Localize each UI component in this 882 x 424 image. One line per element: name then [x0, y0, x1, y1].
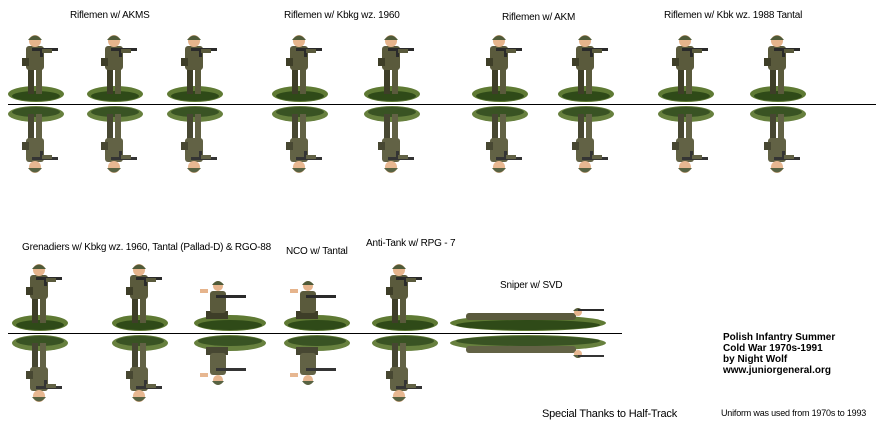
- row2-base-line: [8, 333, 622, 334]
- credit-block: Polish Infantry Summer Cold War 1970s-19…: [723, 332, 835, 376]
- soldier-counter: [270, 32, 330, 176]
- soldier-counter: [6, 32, 66, 176]
- soldier-counter: [192, 261, 268, 405]
- label-riflemen-kbkg: Riflemen w/ Kbkg wz. 1960: [284, 10, 400, 21]
- label-riflemen-akm: Riflemen w/ AKM: [502, 12, 576, 23]
- soldier-counter: [85, 32, 145, 176]
- footer-thanks: Special Thanks to Half-Track: [542, 408, 678, 420]
- credit-era: Cold War 1970s-1991: [723, 343, 823, 354]
- credit-website: www.juniorgeneral.org: [723, 365, 831, 376]
- soldier-counter: [448, 261, 608, 405]
- soldier-counter: [110, 261, 170, 405]
- soldier-counter: [748, 32, 808, 176]
- label-nco: NCO w/ Tantal: [286, 246, 348, 257]
- label-sniper: Sniper w/ SVD: [500, 280, 563, 291]
- label-anti-tank: Anti-Tank w/ RPG - 7: [366, 238, 456, 249]
- soldier-counter: [370, 261, 440, 405]
- label-riflemen-akms: Riflemen w/ AKMS: [70, 10, 150, 21]
- soldier-counter: [165, 32, 225, 176]
- footer-uniform-note: Uniform was used from 1970s to 1993: [721, 408, 867, 418]
- soldier-counter: [656, 32, 716, 176]
- soldier-counter: [282, 261, 352, 405]
- label-grenadiers: Grenadiers w/ Kbkg wz. 1960, Tantal (Pal…: [22, 242, 271, 253]
- soldier-counter: [10, 261, 70, 405]
- label-riflemen-tantal: Riflemen w/ Kbk wz. 1988 Tantal: [664, 10, 803, 21]
- credit-title: Polish Infantry Summer: [723, 332, 836, 343]
- soldier-counter: [470, 32, 530, 176]
- soldier-counter: [362, 32, 422, 176]
- row1-base-line: [8, 104, 876, 105]
- soldier-counter: [556, 32, 616, 176]
- credit-author: by Night Wolf: [723, 354, 788, 365]
